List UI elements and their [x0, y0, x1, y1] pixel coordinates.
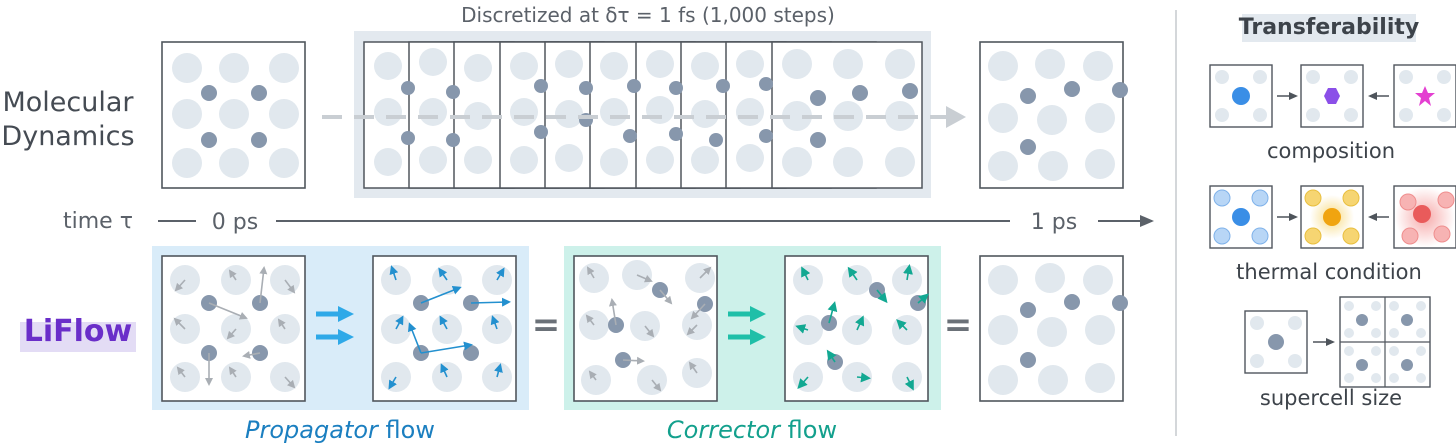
- propagator-flow-arrows: [316, 306, 354, 345]
- thermal-condition-example: [1209, 185, 1456, 249]
- md-final-frame: [979, 41, 1128, 189]
- md-initial-frame: [161, 41, 306, 189]
- md-trajectory-arrowhead: [946, 106, 966, 128]
- md-label-line2: Dynamics: [1, 121, 134, 152]
- supercell-size-label: supercell size: [1260, 386, 1402, 410]
- corrector-frame-in: [573, 255, 718, 402]
- transferability-title: Transferability: [1239, 15, 1419, 40]
- liflow-label: LiFlow: [24, 314, 133, 349]
- time-start-label: 0 ps: [212, 210, 258, 235]
- top-caption: Discretized at δτ = 1 fs (1,000 steps): [461, 3, 835, 27]
- md-label-line1: Molecular: [2, 87, 134, 118]
- equals-sign-2: =: [944, 305, 973, 345]
- equals-sign-1: =: [532, 305, 561, 345]
- liflow-label-highlight: [20, 322, 136, 352]
- time-axis-label: time τ: [63, 209, 133, 234]
- time-end-label: 1 ps: [1031, 210, 1077, 235]
- propagator-flow-word: flow: [378, 416, 435, 444]
- md-frame-stack: [354, 31, 931, 198]
- composition-example: [1209, 64, 1456, 128]
- corrector-word: Corrector: [667, 416, 782, 444]
- corrector-flow-word: flow: [780, 416, 837, 444]
- corrector-flow-label: Corrector flow: [667, 416, 837, 444]
- transferability-title-highlight: [1242, 14, 1416, 42]
- corrector-frame-out: [784, 255, 930, 402]
- propagator-flow-label: Propagator flow: [245, 416, 435, 444]
- propagator-word: Propagator: [245, 416, 380, 444]
- composition-label: composition: [1267, 139, 1395, 163]
- corrector-flow-arrows: [728, 306, 766, 345]
- supercell-size-example: [1244, 296, 1431, 388]
- thermal-condition-label: thermal condition: [1236, 260, 1422, 284]
- liflow-result-frame: [979, 255, 1128, 402]
- propagator-frame-out: [372, 255, 517, 402]
- propagator-frame-in: [161, 255, 306, 402]
